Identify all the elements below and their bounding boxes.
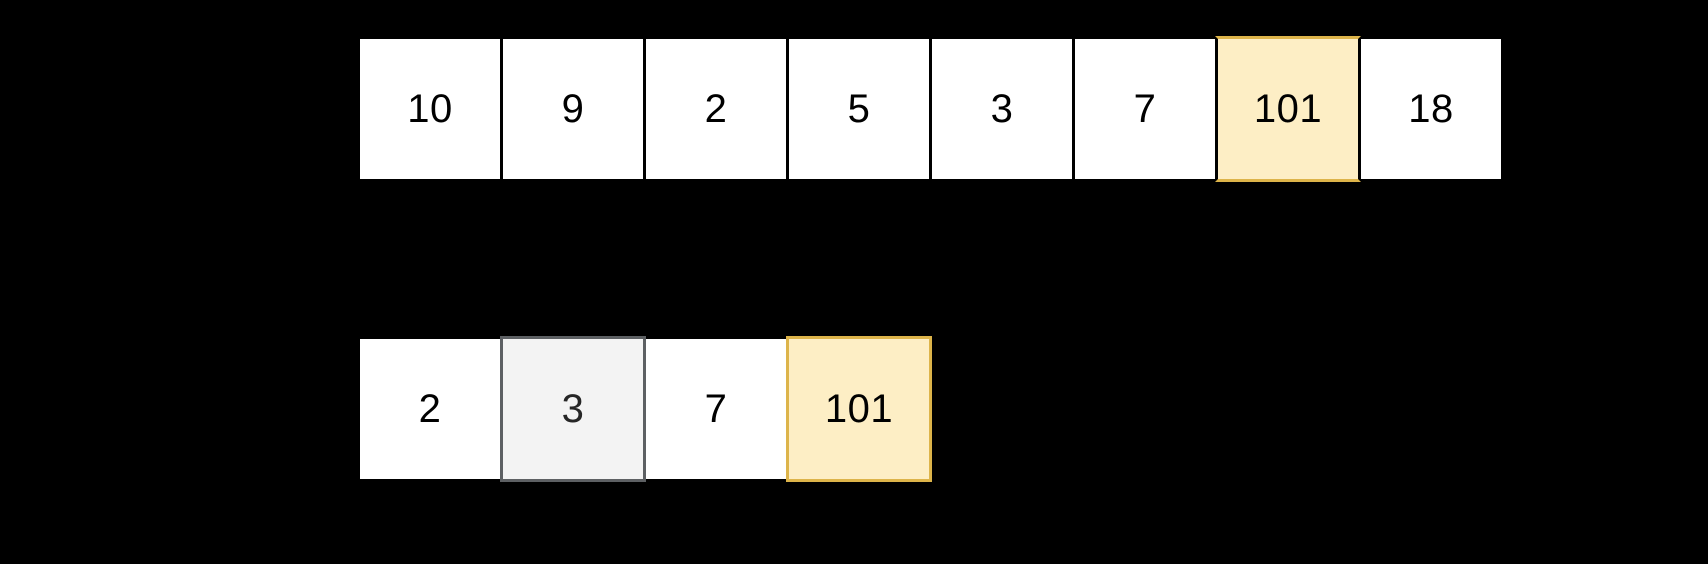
array-cell-value: 2 (418, 387, 442, 431)
array-cell[interactable]: 18 (1358, 36, 1504, 182)
array-cell-value: 10 (407, 87, 453, 131)
subsequence-array-row: 2 3 7 101 (357, 336, 932, 482)
array-cell[interactable]: 101 (786, 336, 932, 482)
input-array-row: 10 9 2 5 3 7 101 18 (357, 36, 1504, 182)
array-cell[interactable]: 2 (643, 36, 789, 182)
array-cell-value: 7 (704, 387, 728, 431)
array-cell[interactable]: 9 (500, 36, 646, 182)
array-cell[interactable]: 7 (643, 336, 789, 482)
array-cell-value: 2 (704, 87, 728, 131)
array-cell-value: 3 (561, 387, 585, 431)
array-cell[interactable]: 3 (500, 336, 646, 482)
array-cell-value: 5 (847, 87, 871, 131)
array-cell-value: 7 (1133, 87, 1157, 131)
array-cell[interactable]: 3 (929, 36, 1075, 182)
array-cell[interactable]: 7 (1072, 36, 1218, 182)
array-cell-value: 18 (1408, 87, 1454, 131)
array-cell[interactable]: 5 (786, 36, 932, 182)
array-cell-value: 101 (824, 387, 894, 431)
array-cell[interactable]: 101 (1215, 36, 1361, 182)
array-cell-value: 3 (990, 87, 1014, 131)
array-cell-value: 9 (561, 87, 585, 131)
array-cell[interactable]: 10 (357, 36, 503, 182)
array-cell[interactable]: 2 (357, 336, 503, 482)
array-cell-value: 101 (1253, 87, 1323, 131)
